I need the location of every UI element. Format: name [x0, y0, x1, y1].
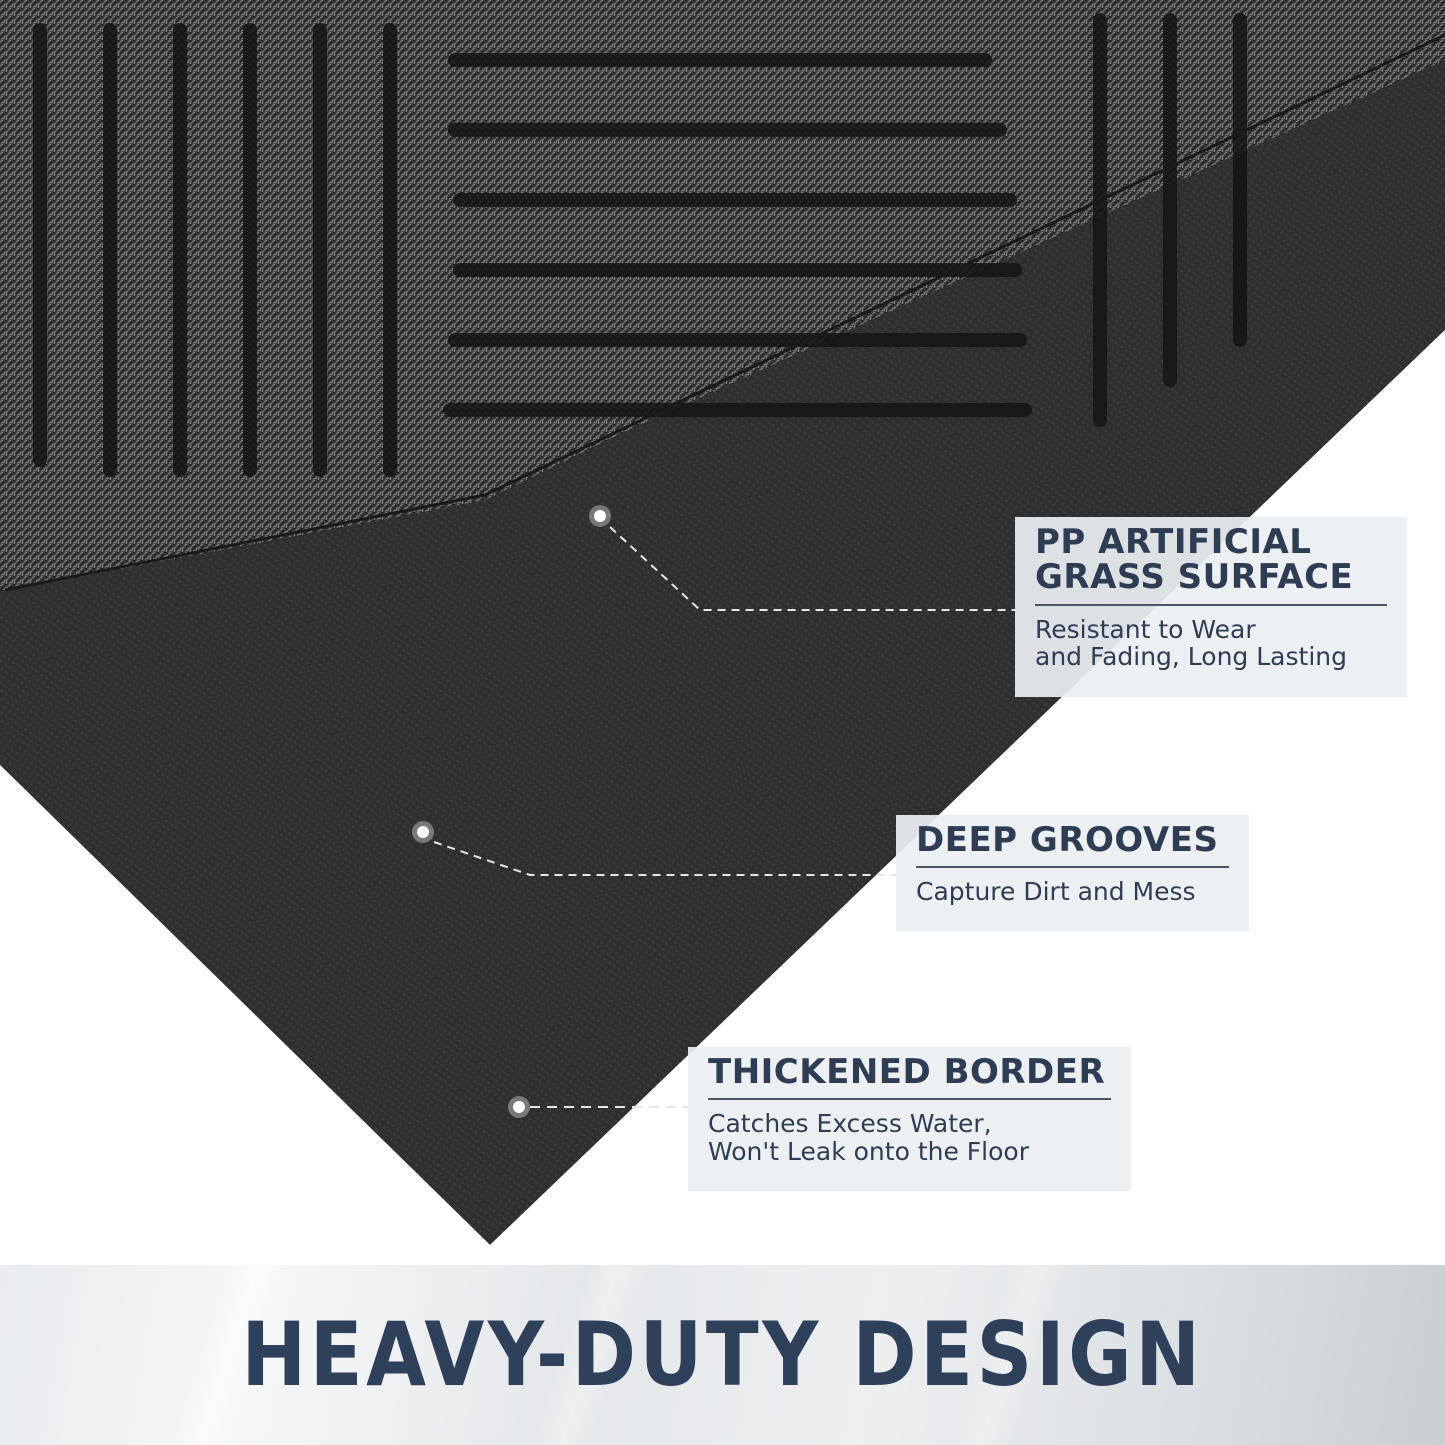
- callout-divider: [1035, 603, 1387, 606]
- product-photo: PP ARTIFICIAL GRASS SURFACE Resistant to…: [0, 0, 1445, 1270]
- background-mask: [0, 0, 1445, 1270]
- border-marker-dot: [508, 1096, 530, 1118]
- grass-overlay: [4, 33, 1445, 592]
- callout-description: Capture Dirt and Mess: [916, 877, 1196, 907]
- callout-grass-surface: PP ARTIFICIAL GRASS SURFACE Resistant to…: [1015, 517, 1407, 697]
- callout-title: DEEP GROOVES: [916, 820, 1219, 860]
- callout-description: Resistant to Wear and Fading, Long Lasti…: [1035, 614, 1347, 672]
- surface-marker-dot: [589, 505, 611, 527]
- callout-description: Catches Excess Water, Won't Leak onto th…: [708, 1109, 1029, 1166]
- callout-title: PP ARTIFICIAL GRASS SURFACE: [1035, 522, 1354, 598]
- banner-headline: HEAVY-DUTY DESIGN: [241, 1303, 1204, 1406]
- callout-deep-grooves: DEEP GROOVES Capture Dirt and Mess: [896, 815, 1249, 931]
- callout-thickened-border: THICKENED BORDER Catches Excess Water, W…: [688, 1047, 1131, 1191]
- door-mat-illustration: [0, 0, 1445, 1245]
- headline-banner: HEAVY-DUTY DESIGN: [0, 1265, 1445, 1445]
- leader-lines: [433, 526, 1015, 1108]
- callout-divider: [916, 866, 1229, 869]
- callout-divider: [708, 1098, 1111, 1101]
- callout-title: THICKENED BORDER: [708, 1052, 1106, 1092]
- grooves-marker-dot: [412, 821, 434, 843]
